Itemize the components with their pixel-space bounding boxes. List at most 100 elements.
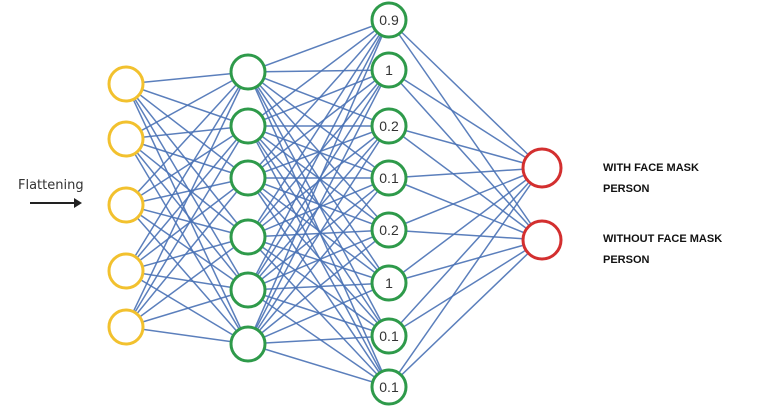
connection-line [247, 69, 390, 179]
hidden-node-value: 0.9 [379, 12, 399, 28]
hidden2-node [370, 264, 408, 302]
hidden1-node [229, 325, 267, 363]
hidden2-node [370, 368, 408, 406]
connection-line [388, 239, 543, 284]
connection-line [125, 204, 249, 291]
connection-line [125, 270, 249, 291]
connection-line [247, 19, 390, 127]
connection-line [388, 167, 543, 231]
connection-line [247, 19, 390, 291]
connection-line [125, 83, 249, 291]
connection-line [125, 236, 249, 272]
hidden1-node [229, 53, 267, 91]
connection-line [388, 69, 543, 169]
connection-line [247, 177, 390, 388]
connection-line [388, 69, 543, 241]
connection-line [388, 167, 543, 284]
connection-line [125, 236, 249, 328]
connection-line [247, 19, 390, 345]
hidden2-node [370, 1, 408, 39]
connection-line [247, 335, 390, 345]
hidden1-node [229, 107, 267, 145]
connection-line [247, 69, 390, 345]
connection-line [388, 167, 543, 388]
connection-line [125, 177, 249, 206]
input-node [107, 308, 145, 346]
connection-line [247, 71, 390, 231]
connection-line [247, 289, 390, 388]
connection-line [247, 125, 390, 179]
connection-line [125, 204, 249, 345]
hidden-node-value: 0.1 [379, 170, 399, 186]
connection-line [125, 326, 249, 345]
connections [125, 19, 543, 388]
connection-line [388, 239, 543, 337]
connection-line [125, 125, 249, 140]
connection-line [247, 125, 390, 345]
connection-line [247, 19, 390, 179]
hidden-node-value: 0.2 [379, 222, 399, 238]
connection-line [247, 229, 390, 345]
connection-line [247, 177, 390, 345]
connection-line [388, 167, 543, 179]
input-node [107, 65, 145, 103]
connection-line [125, 71, 249, 328]
connection-line [125, 138, 249, 238]
connection-line [125, 71, 249, 140]
input-node [107, 252, 145, 290]
hidden2-node [370, 107, 408, 145]
connection-line [247, 177, 390, 337]
hidden-node-value: 0.1 [379, 379, 399, 395]
connection-line [125, 71, 249, 272]
output-label-without-mask: WITHOUT FACE MASK PERSON [603, 233, 723, 266]
connection-line [247, 69, 390, 73]
output-node [521, 147, 563, 189]
input-node [107, 120, 145, 158]
connection-line [125, 177, 249, 272]
hidden1-node [229, 159, 267, 197]
connection-line [125, 71, 249, 206]
connection-line [125, 125, 249, 328]
connection-line [388, 125, 543, 169]
connection-line [125, 204, 249, 238]
input-node [107, 186, 145, 224]
hidden1-node [229, 271, 267, 309]
connection-line [388, 177, 543, 241]
connection-line [247, 282, 390, 345]
connection-line [125, 71, 249, 85]
connection-line [247, 177, 390, 284]
connection-line [247, 69, 390, 291]
hidden-node-value: 0.1 [379, 328, 399, 344]
connection-line [247, 177, 390, 231]
hidden2-node [370, 159, 408, 197]
hidden1-node [229, 218, 267, 256]
connection-line [388, 167, 543, 337]
connection-line [125, 289, 249, 328]
connection-line [125, 125, 249, 206]
connection-line [247, 71, 390, 179]
output-label-with-mask: WITH FACE MASK PERSON [603, 162, 699, 195]
connection-line [125, 138, 249, 179]
connection-line [388, 19, 543, 241]
hidden2-node [370, 317, 408, 355]
connection-line [388, 19, 543, 169]
connection-line [247, 71, 390, 388]
hidden2-node [370, 211, 408, 249]
flattening-arrow-icon [30, 198, 82, 208]
hidden-node-value: 1 [385, 62, 393, 78]
flattening-label: Flattening [18, 178, 84, 193]
connection-line [125, 138, 249, 345]
connection-line [247, 19, 390, 73]
output-node [521, 219, 563, 261]
connection-line [388, 239, 543, 388]
connection-line [388, 229, 543, 241]
connection-line [125, 177, 249, 328]
hidden-node-value: 0.2 [379, 118, 399, 134]
connection-line [388, 125, 543, 241]
connection-line [247, 343, 390, 388]
connection-line [125, 83, 249, 238]
hidden-node-value: 1 [385, 275, 393, 291]
connection-line [247, 19, 390, 238]
connection-line [125, 83, 249, 179]
